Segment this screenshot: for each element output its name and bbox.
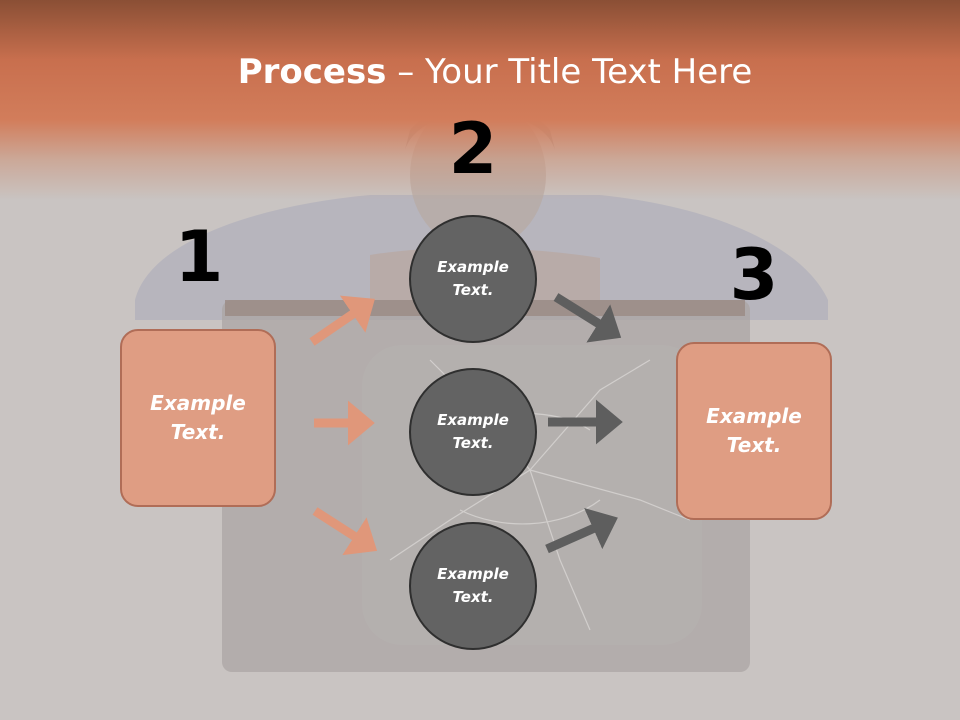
circle-1-text: Example Text. (437, 258, 509, 299)
right-box-text: Example Text. (706, 404, 802, 457)
left-box-text: Example Text. (150, 391, 246, 444)
slide-title: Process – Your Title Text Here (0, 52, 960, 92)
title-bold: Process (237, 52, 387, 92)
circle-3: Example Text. (409, 522, 537, 650)
header-band (0, 0, 960, 200)
circle-2: Example Text. (409, 368, 537, 496)
left-box: Example Text. (120, 329, 276, 507)
circle-3-text: Example Text. (437, 565, 509, 606)
circle-2-text: Example Text. (437, 411, 509, 452)
step-number-3: 3 (729, 234, 779, 316)
circle-1: Example Text. (409, 215, 537, 343)
title-rest: – Your Title Text Here (386, 52, 753, 92)
step-number-1: 1 (174, 216, 224, 298)
step-number-2: 2 (448, 108, 498, 190)
right-box: Example Text. (676, 342, 832, 520)
